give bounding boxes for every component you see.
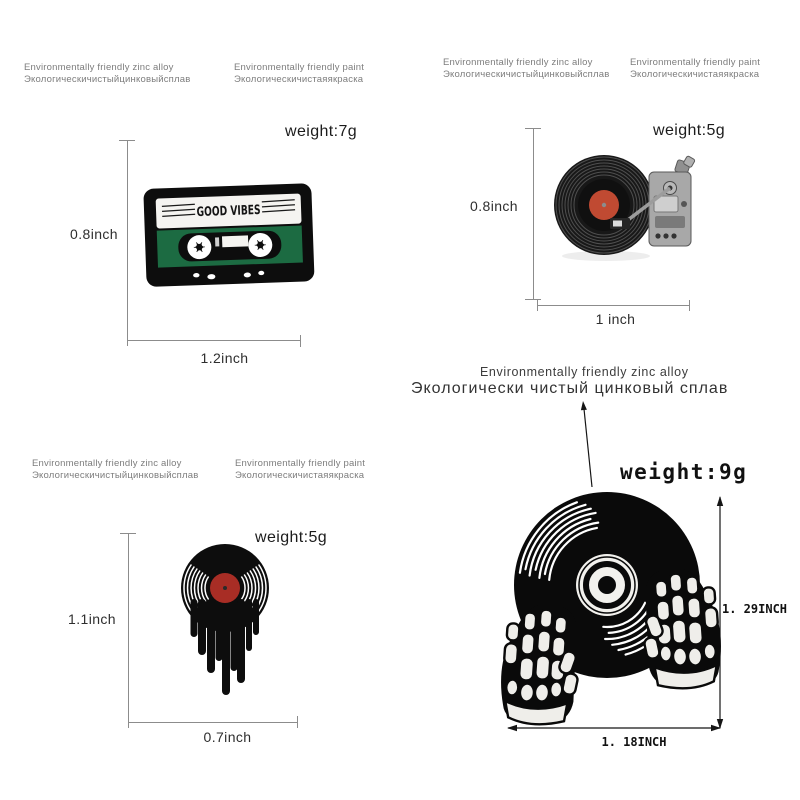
melting-width-label: 0.7inch	[203, 729, 252, 745]
cassette-tape-roll-sliver	[215, 237, 220, 247]
material-note-zinc-bottom-left: Environmentally friendly zinc alloy Экол…	[32, 458, 199, 481]
cassette-label-text: GOOD VIBES	[196, 203, 260, 220]
turntable-width-label: 1 inch	[595, 311, 636, 327]
note-line-ru: Экологическичистаяякраска	[630, 68, 760, 80]
cassette-height-line-top-tick	[119, 140, 135, 141]
turntable-tonearm	[622, 186, 672, 225]
melting-record-drips	[190, 599, 259, 695]
cassette-right-reel	[248, 232, 273, 257]
skeleton-record-center-eye	[576, 554, 638, 616]
skeleton-hand-right	[643, 569, 721, 690]
dimension-arrow-lines	[507, 401, 724, 732]
center-note-ru: Экологически чистый цинковый сплав	[411, 380, 729, 397]
material-note-zinc-top-right: Environmentally friendly zinc alloy Экол…	[443, 57, 610, 80]
note-line-ru: Экологическичистаяякраска	[234, 73, 364, 85]
note-line-en: Environmentally friendly paint	[234, 62, 365, 73]
melting-width-line-end-tick	[297, 716, 298, 728]
turntable-spindle	[601, 202, 607, 208]
turntable-height-line	[533, 128, 534, 300]
turntable-height-label: 0.8inch	[470, 198, 518, 214]
material-note-paint-bottom-left: Environmentally friendly paint Экологиче…	[235, 458, 365, 481]
melting-height-label: 1.1inch	[68, 611, 116, 627]
cassette-width-line	[127, 340, 301, 341]
melting-record-spindle	[223, 586, 227, 590]
turntable-shadow	[562, 251, 650, 261]
melting-width-line	[128, 722, 298, 723]
note-line-ru: Экологическичистыйцинковыйсплав	[32, 469, 199, 481]
material-note-zinc-top-left: Environmentally friendly zinc alloy Экол…	[24, 62, 191, 85]
skeleton-height-label: 1. 29INCH	[722, 602, 788, 616]
note-line-ru: Экологическичистыйцинковыйсплав	[443, 68, 610, 80]
cassette-tape-gap	[221, 235, 249, 248]
skeleton-weight-label: weight:9g	[620, 460, 748, 484]
cassette-label	[155, 193, 302, 229]
melting-weight-label: weight:5g	[255, 529, 328, 546]
cassette-width-label: 1.2inch	[200, 350, 249, 366]
skeleton-width-label: 1. 18INCH	[601, 735, 667, 749]
skeleton-hand-left	[501, 605, 579, 726]
cassette-pin-image: GOOD VIBES	[143, 183, 315, 287]
turntable-height-line-bottom-tick	[525, 299, 541, 300]
note-line-en: Environmentally friendly paint	[630, 57, 761, 68]
skeleton-record-grooves-upper	[518, 501, 600, 581]
material-note-paint-top-left: Environmentally friendly paint Экологиче…	[234, 62, 364, 85]
turntable-width-line-left-tick	[537, 300, 538, 311]
cassette-left-reel	[187, 235, 212, 260]
note-line-ru: Экологическичистыйцинковыйсплав	[24, 73, 191, 85]
center-note-en: Environmentally friendly zinc alloy	[480, 365, 689, 379]
cassette-label-rules	[161, 199, 296, 218]
material-note-paint-top-right: Environmentally friendly paint Экологиче…	[630, 57, 760, 80]
turntable-width-line-right-tick	[689, 300, 690, 311]
turntable-pin-image	[554, 155, 696, 261]
note-line-en: Environmentally friendly paint	[235, 458, 366, 469]
note-pointer-arrow	[582, 403, 593, 488]
note-line-en: Environmentally friendly zinc alloy	[443, 57, 593, 68]
turntable-tonearm-unit	[610, 155, 696, 247]
melting-record-pin-image	[181, 544, 269, 695]
cassette-weight-label: weight:7g	[285, 123, 358, 140]
melting-height-line-top-tick	[120, 533, 136, 534]
turntable-weight-label: weight:5g	[653, 122, 726, 139]
cassette-height-line	[127, 140, 128, 346]
note-line-en: Environmentally friendly zinc alloy	[24, 62, 174, 73]
cassette-width-line-end-tick	[300, 335, 301, 347]
turntable-height-line-top-tick	[525, 128, 541, 129]
skeleton-record-pin-image	[501, 492, 721, 726]
turntable-width-line	[537, 305, 690, 306]
skeleton-dimension-arrows	[507, 401, 724, 732]
note-line-en: Environmentally friendly zinc alloy	[32, 458, 182, 469]
cassette-height-label: 0.8inch	[70, 226, 118, 242]
cassette-screw-dots	[193, 270, 265, 280]
note-line-ru: Экологическичистаяякраска	[235, 469, 365, 481]
melting-height-line	[128, 533, 129, 728]
